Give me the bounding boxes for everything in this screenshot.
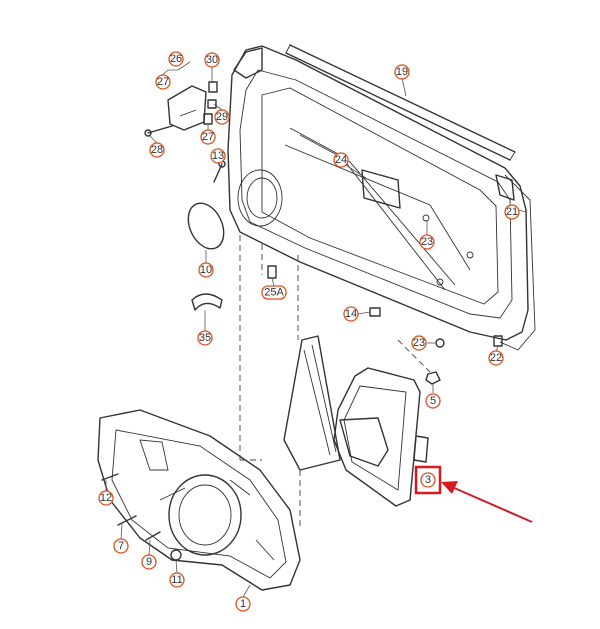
- door-module-carrier: [97, 409, 301, 591]
- callout-7[interactable]: 7: [113, 538, 129, 554]
- callout-label: 23: [413, 337, 425, 349]
- callout-27b[interactable]: 27: [200, 129, 216, 145]
- callout-26[interactable]: 26: [168, 51, 184, 67]
- callout-9[interactable]: 9: [141, 554, 157, 570]
- callout-27a[interactable]: 27: [155, 74, 171, 90]
- callout-label: 1: [240, 598, 246, 610]
- callout-1[interactable]: 1: [235, 596, 251, 612]
- assembly-guide-lines: [239, 235, 431, 530]
- callout-label: 19: [396, 66, 408, 78]
- callout-label: 23: [421, 236, 433, 248]
- grommet-11: [170, 549, 182, 561]
- callout-label: 21: [506, 206, 518, 218]
- window-regulator-rail: [283, 335, 341, 471]
- clip-14: [369, 307, 381, 317]
- seal-ring: [191, 293, 223, 311]
- window-seal-strip: [285, 44, 516, 161]
- callout-label: 9: [146, 556, 152, 568]
- callout-label: 27: [202, 131, 214, 143]
- callout-25a[interactable]: 25A: [261, 285, 287, 300]
- screw-13: [213, 160, 226, 183]
- callout-label: 29: [216, 111, 228, 123]
- callout-12[interactable]: 12: [98, 490, 114, 506]
- callout-label: 14: [345, 308, 357, 320]
- screw-28: [144, 125, 173, 137]
- callout-label: 30: [206, 54, 218, 66]
- callout-5[interactable]: 5: [425, 393, 441, 409]
- callout-23a[interactable]: 23: [419, 234, 435, 250]
- callout-21[interactable]: 21: [504, 204, 520, 220]
- clip-29: [207, 99, 217, 109]
- handle-cover: [167, 85, 207, 131]
- plug-23: [435, 338, 445, 348]
- callout-28[interactable]: 28: [149, 142, 165, 158]
- callout-label: 24: [335, 154, 347, 166]
- clip-27b: [203, 113, 213, 125]
- callout-22[interactable]: 22: [488, 350, 504, 366]
- callout-label: 35: [199, 332, 211, 344]
- window-regulator-3: [333, 367, 429, 507]
- callout-3[interactable]: 3: [420, 472, 436, 488]
- callout-label: 7: [118, 540, 124, 552]
- callout-label: 26: [170, 53, 182, 65]
- door-shell: [227, 45, 529, 341]
- callout-label: 10: [200, 264, 212, 276]
- clip-30: [208, 81, 218, 93]
- callout-label: 11: [171, 574, 182, 586]
- callout-13[interactable]: 13: [210, 148, 226, 164]
- callout-24[interactable]: 24: [333, 152, 349, 168]
- screw-9: [145, 531, 161, 541]
- outer-trim: [499, 174, 536, 351]
- speaker-cover: [187, 202, 225, 250]
- callout-35[interactable]: 35: [197, 330, 213, 346]
- callout-label: 28: [151, 144, 163, 156]
- callout-label: 22: [490, 352, 502, 364]
- callout-29[interactable]: 29: [214, 109, 230, 125]
- callout-label: 27: [157, 76, 169, 88]
- callout-label: 3: [425, 474, 431, 486]
- highlight-arrow: [441, 481, 533, 523]
- callout-11[interactable]: 11: [169, 572, 185, 588]
- callout-19[interactable]: 19: [394, 64, 410, 80]
- callout-label: 12: [100, 492, 112, 504]
- highlight-box: [414, 465, 442, 495]
- nut-5: [425, 371, 441, 385]
- callout-label: 13: [212, 150, 224, 162]
- callout-30[interactable]: 30: [204, 52, 220, 68]
- callout-label: 25A: [264, 287, 284, 299]
- screw-12: [101, 473, 119, 481]
- grommet-25a: [267, 265, 277, 279]
- callout-label: 5: [430, 395, 436, 407]
- screw-7: [117, 515, 137, 526]
- callout-10[interactable]: 10: [198, 262, 214, 278]
- callout-23b[interactable]: 23: [411, 335, 427, 351]
- callout-14[interactable]: 14: [343, 306, 359, 322]
